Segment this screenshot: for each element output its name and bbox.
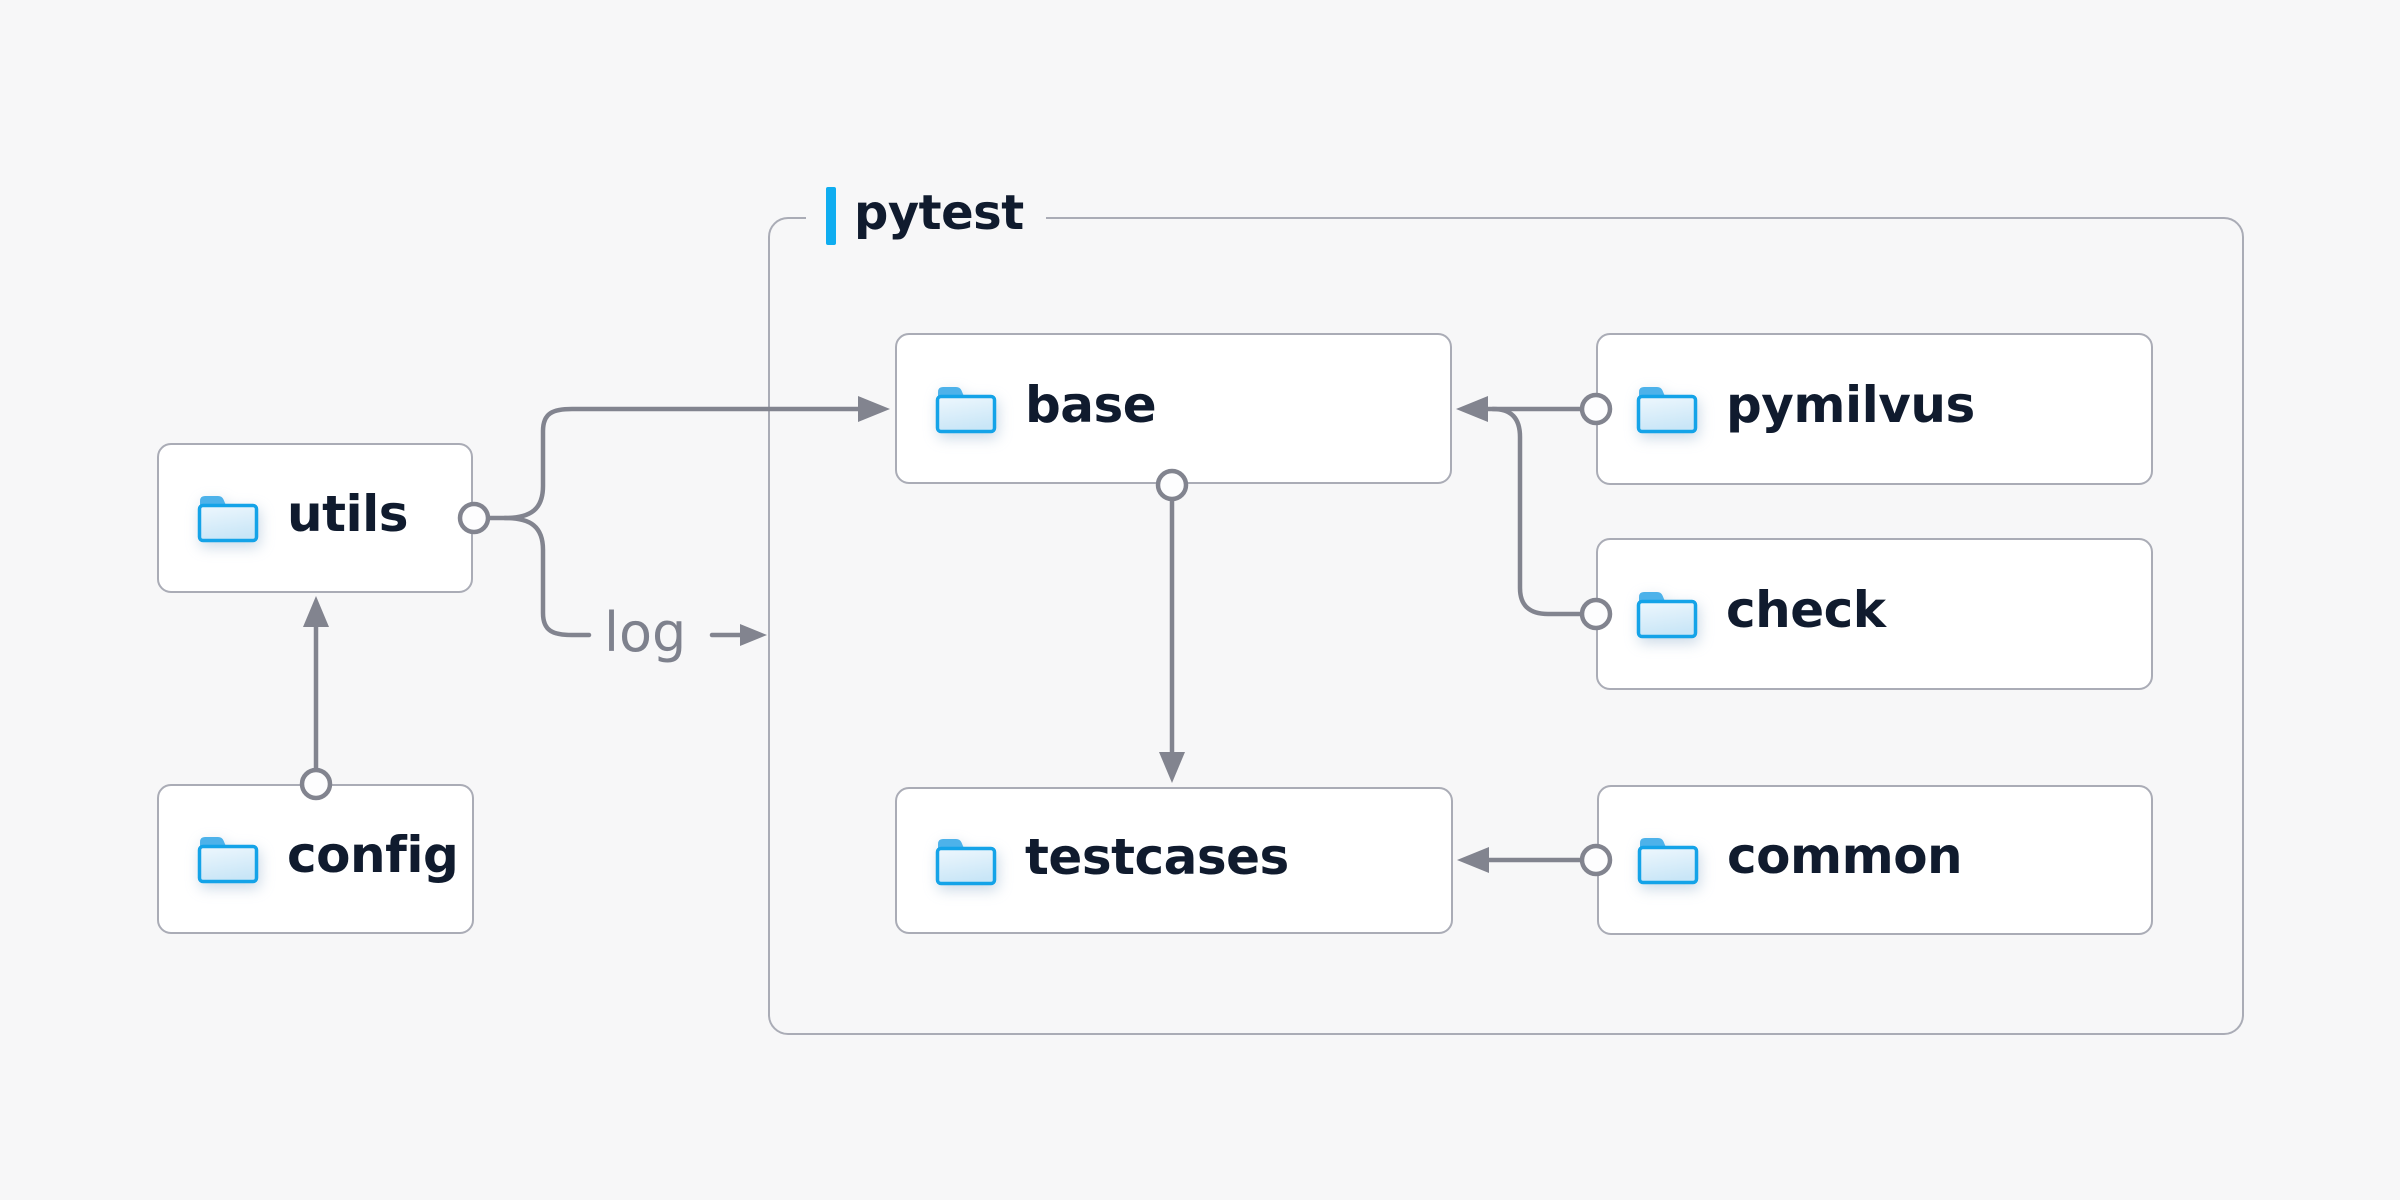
node-label: config: [287, 826, 459, 884]
node-testcases: testcases: [895, 787, 1453, 934]
arrowhead-up-config-utils: [303, 596, 329, 627]
pytest-group-container: [768, 217, 2244, 1035]
node-pymilvus: pymilvus: [1596, 333, 2153, 485]
edge-label-log: log: [604, 601, 687, 664]
node-label: base: [1025, 375, 1157, 434]
folder-icon: [196, 492, 260, 544]
node-utils: utils: [157, 443, 473, 593]
folder-icon: [196, 833, 260, 885]
folder-icon: [1635, 588, 1699, 640]
node-label: testcases: [1025, 827, 1289, 886]
node-label: check: [1726, 581, 1886, 639]
folder-icon: [934, 835, 998, 887]
pytest-group-title: pytest: [854, 185, 1024, 241]
edge-utils-log: [502, 515, 592, 638]
node-config: config: [157, 784, 474, 934]
pytest-group-label: pytest: [806, 183, 1046, 249]
node-common: common: [1597, 785, 2153, 935]
node-check: check: [1596, 538, 2153, 690]
node-label: pymilvus: [1726, 376, 1975, 434]
folder-icon: [1636, 834, 1700, 886]
accent-bar: [826, 187, 836, 245]
node-label: utils: [287, 485, 409, 543]
node-label: common: [1727, 827, 1963, 885]
folder-icon: [1635, 383, 1699, 435]
arrowhead-right-log-pytest: [740, 624, 767, 646]
folder-icon: [934, 383, 998, 435]
node-base: base: [895, 333, 1452, 484]
